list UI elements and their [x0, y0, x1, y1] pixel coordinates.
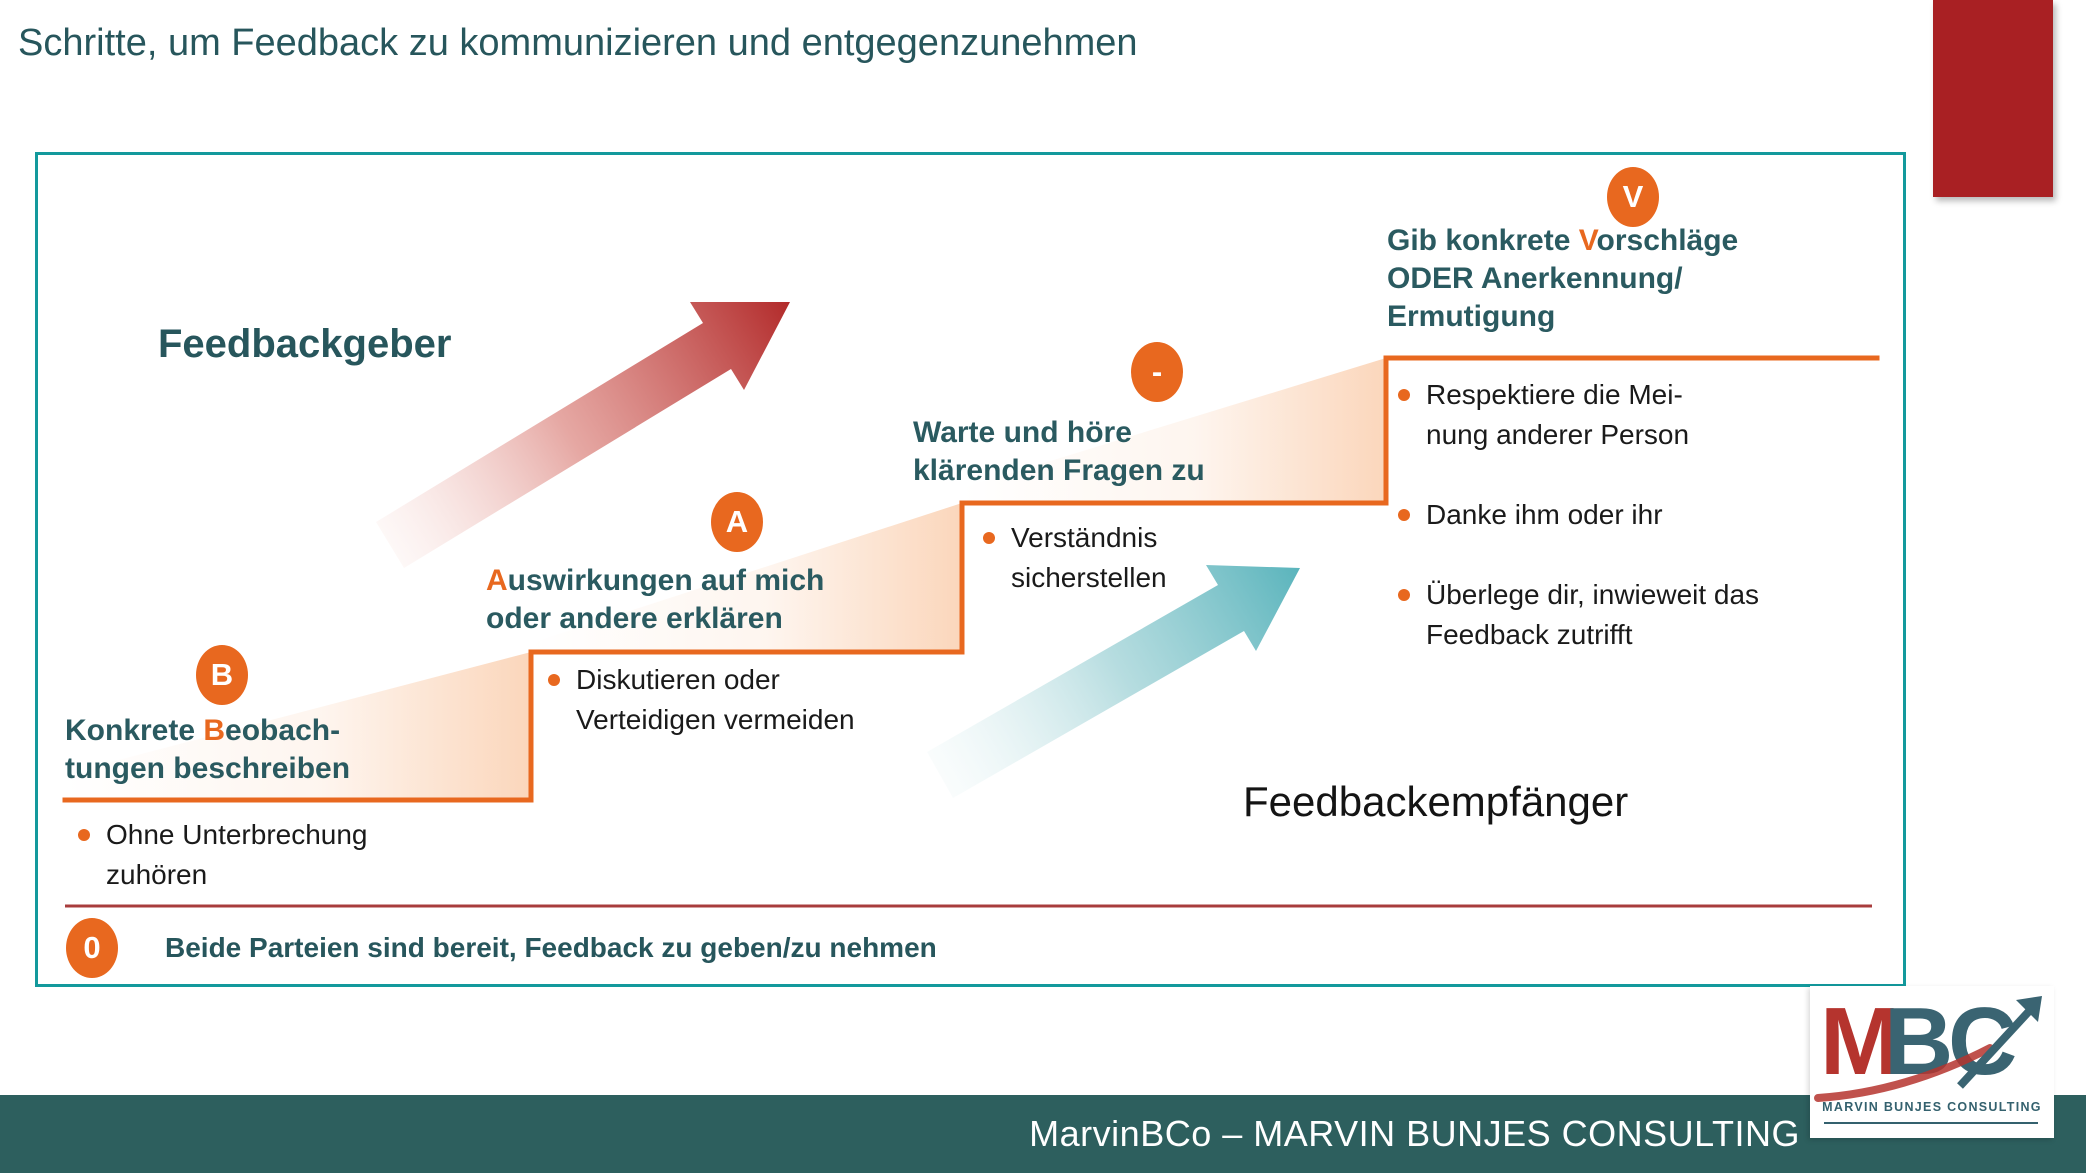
step4-accent-letter: V	[1578, 224, 1597, 257]
bullet-line: Verteidigen vermeiden	[576, 704, 855, 735]
baseline-text: Beide Parteien sind bereit, Feedback zu …	[165, 932, 937, 963]
step-badge-v: V	[1607, 167, 1659, 227]
step-badge-b: B	[196, 645, 248, 705]
step4-heading-line3: Ermutigung	[1387, 300, 1556, 333]
list-item: Ohne Unterbrechung zuhören	[78, 815, 368, 895]
bullet-line: Respektiere die Mei-	[1426, 379, 1683, 410]
list-item: Danke ihm oder ihr	[1398, 495, 1759, 535]
bullet-line: nung anderer Person	[1426, 419, 1690, 450]
corner-accent-block	[1933, 0, 2053, 197]
step4-bullet-list: Respektiere die Mei- nung anderer Person…	[1398, 375, 1759, 655]
baseline-badge: 0	[66, 918, 118, 978]
step-badge-minus: -	[1131, 342, 1183, 402]
footer-company-text: MarvinBCo – MARVIN BUNJES CONSULTING	[1029, 1113, 1800, 1154]
bullet-dot	[1398, 589, 1410, 601]
step4-heading-line2: ODER Anerkennung/	[1387, 262, 1683, 295]
bullet-line: Überlege dir, inwieweit das	[1426, 579, 1760, 610]
step1-heading-line1: Konkrete Beobach-	[65, 714, 341, 747]
footer-bar: MarvinBCo – MARVIN BUNJES CONSULTING	[0, 1095, 2086, 1173]
step3-heading: Warte und höre klärenden Fragen zu	[913, 414, 1205, 490]
logo-wordmark: MARVIN BUNJES CONSULTING	[1822, 1100, 2042, 1114]
bullet-line: sicherstellen	[1011, 562, 1167, 593]
step3-heading-line1: Warte und höre	[913, 416, 1132, 449]
step1-bullet-list: Ohne Unterbrechung zuhören	[78, 815, 368, 895]
diagram-frame	[35, 152, 1906, 987]
step1-heading-line2: tungen beschreiben	[65, 752, 351, 785]
bullet-line: Danke ihm oder ihr	[1426, 499, 1663, 530]
bullet-dot	[1398, 509, 1410, 521]
list-item: Überlege dir, inwieweit das Feedback zut…	[1398, 575, 1759, 655]
bullet-dot	[78, 829, 90, 841]
step2-accent-letter: A	[486, 564, 508, 597]
feedback-receiver-label: Feedbackempfänger	[1243, 778, 1629, 825]
step4-heading-line1: Gib konkrete Vorschläge	[1387, 224, 1739, 257]
bullet-line: Feedback zutrifft	[1426, 619, 1633, 650]
step4-heading: Gib konkrete Vorschläge ODER Anerkennung…	[1387, 222, 1738, 336]
list-item: Verständnis sicherstellen	[983, 518, 1167, 598]
step3-heading-line2: klärenden Fragen zu	[913, 454, 1205, 487]
list-item: Diskutieren oder Verteidigen vermeiden	[548, 660, 855, 740]
logo-growth-arrow-icon	[1814, 996, 2042, 1102]
bullet-line: Diskutieren oder	[576, 664, 780, 695]
bullet-line: zuhören	[106, 859, 208, 890]
bullet-dot	[1398, 389, 1410, 401]
step1-heading: Konkrete Beobach- tungen beschreiben	[65, 712, 350, 788]
bullet-line: Verständnis	[1011, 522, 1158, 553]
logo-letter-m: M	[1820, 988, 1900, 1095]
step-badge-a: A	[711, 492, 763, 552]
step1-accent-letter: B	[203, 714, 226, 747]
step2-bullet-list: Diskutieren oder Verteidigen vermeiden	[548, 660, 855, 740]
step2-heading: Auswirkungen auf mich oder andere erklär…	[486, 562, 824, 638]
company-logo: M B C MARVIN BUNJES CONSULTING	[1810, 986, 2054, 1138]
step2-heading-line2: oder andere erklären	[486, 602, 783, 635]
logo-underline	[1824, 1122, 2038, 1124]
list-item: Respektiere die Mei- nung anderer Person	[1398, 375, 1759, 455]
bullet-line: Ohne Unterbrechung	[106, 819, 368, 850]
page-title: Schritte, um Feedback zu kommunizieren u…	[18, 22, 1138, 64]
step3-bullet-list: Verständnis sicherstellen	[983, 518, 1167, 598]
feedback-giver-label: Feedbackgeber	[158, 322, 452, 366]
step2-heading-line1: Auswirkungen auf mich	[486, 564, 825, 597]
bullet-dot	[983, 532, 995, 544]
bullet-dot	[548, 674, 560, 686]
